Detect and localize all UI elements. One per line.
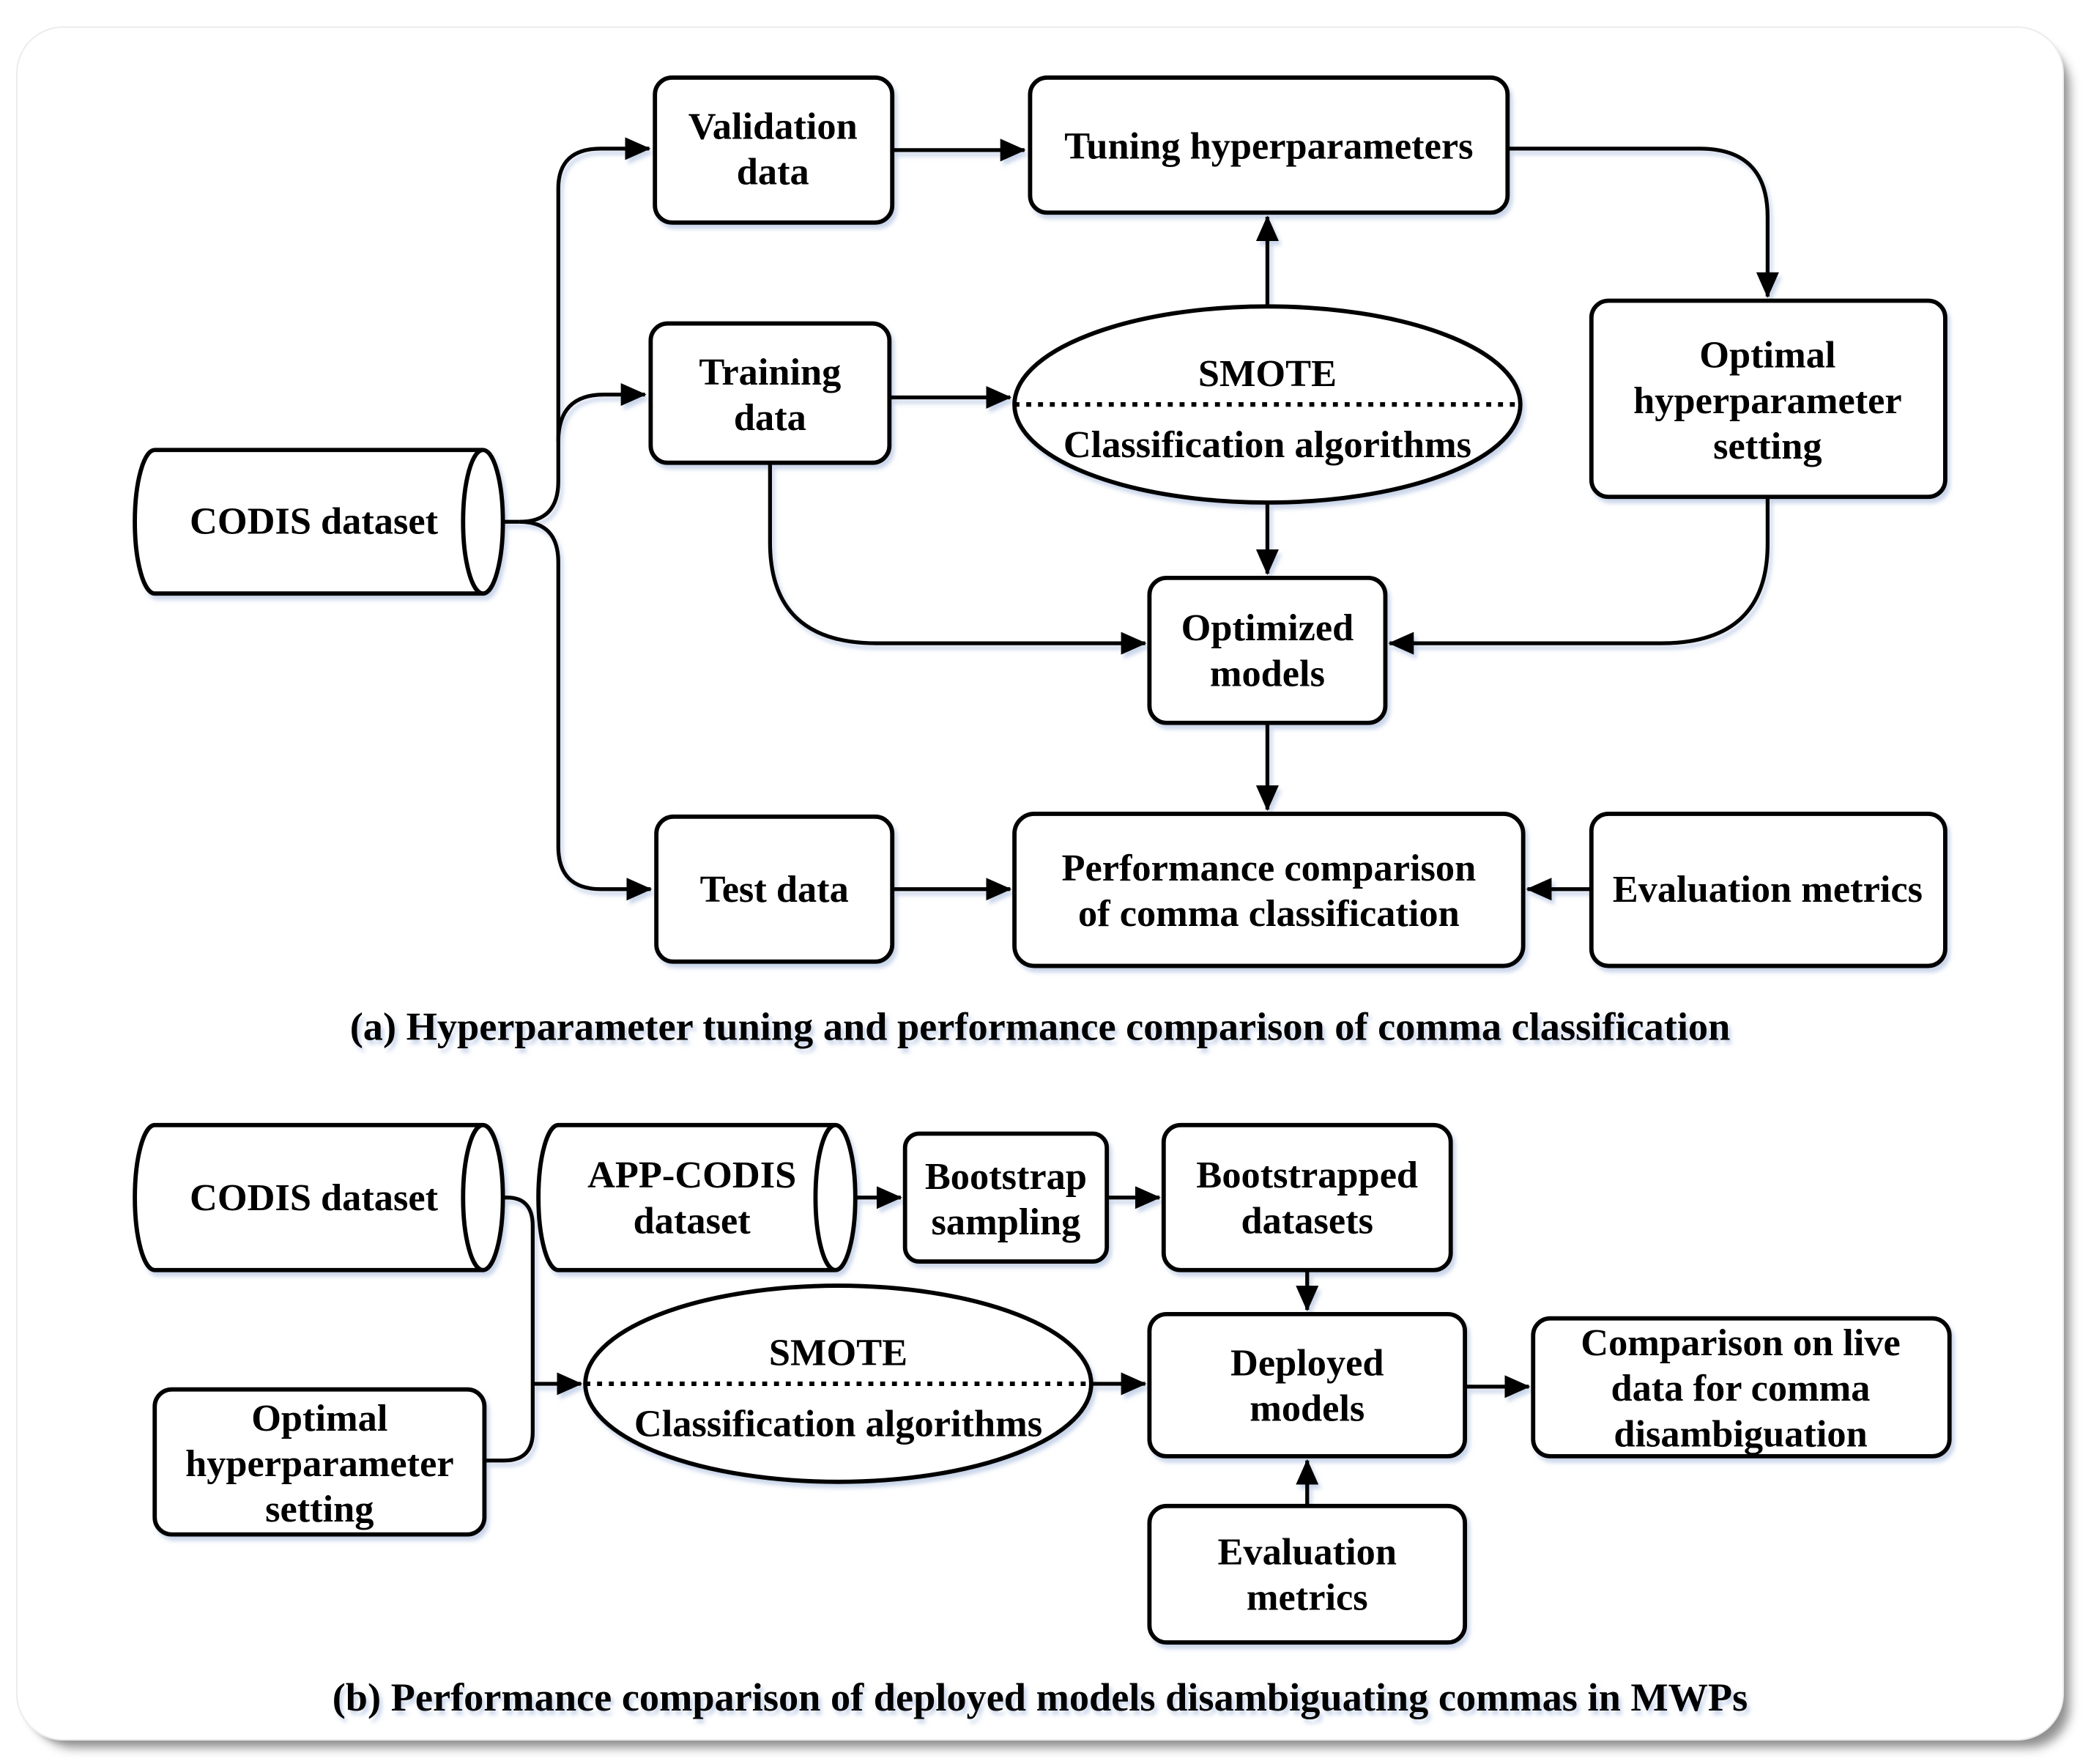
optimal-setting-b-line3: setting bbox=[265, 1488, 374, 1530]
performance-comparison-line2: of comma classification bbox=[1078, 892, 1460, 935]
classification-algorithms-label-b: Classification algorithms bbox=[634, 1403, 1042, 1445]
bootstrap-sampling-box: Bootstrap sampling bbox=[902, 1131, 1110, 1264]
evaluation-metrics-box-a: Evaluation metrics bbox=[1589, 812, 1948, 968]
performance-comparison-box: Performance comparison of comma classifi… bbox=[1012, 812, 1526, 968]
validation-data-line1: Validation bbox=[688, 105, 858, 147]
arrow-tuning-to-optimal bbox=[1507, 147, 1779, 298]
flow-diagram: CODIS dataset Validation data Tuning hyp… bbox=[133, 75, 1952, 1719]
training-data-line2: data bbox=[734, 396, 806, 439]
smote-label-b: SMOTE bbox=[769, 1332, 907, 1374]
comparison-live-line3: disambiguation bbox=[1614, 1412, 1867, 1455]
panel-a-caption: (a) Hyperparameter tuning and performanc… bbox=[350, 1004, 1731, 1048]
validation-data-box: Validation data bbox=[653, 75, 895, 225]
optimal-setting-b-line1: Optimal bbox=[251, 1397, 387, 1439]
smote-classification-ellipse-b: SMOTE Classification algorithms bbox=[583, 1283, 1094, 1484]
figure-card: CODIS dataset Validation data Tuning hyp… bbox=[16, 26, 2064, 1741]
codis-dataset-cylinder-a: CODIS dataset bbox=[133, 448, 505, 596]
performance-comparison-line1: Performance comparison bbox=[1061, 847, 1476, 889]
bootstrap-sampling-line1: Bootstrap bbox=[925, 1155, 1087, 1198]
classification-algorithms-label-a: Classification algorithms bbox=[1063, 423, 1471, 466]
codis-dataset-cylinder-b: CODIS dataset bbox=[133, 1122, 505, 1272]
evaluation-metrics-box-b: Evaluation metrics bbox=[1147, 1503, 1468, 1645]
smote-label-a: SMOTE bbox=[1198, 352, 1337, 395]
comparison-live-line2: data for comma bbox=[1611, 1367, 1871, 1409]
training-data-line1: Training bbox=[699, 351, 841, 393]
bootstrapped-datasets-line2: datasets bbox=[1241, 1199, 1373, 1242]
deployed-models-line2: models bbox=[1250, 1387, 1364, 1429]
optimized-models-box: Optimized models bbox=[1147, 575, 1388, 725]
bootstrap-sampling-line2: sampling bbox=[932, 1201, 1081, 1243]
optimal-hyperparameter-setting-box-b: Optimal hyperparameter setting bbox=[152, 1387, 487, 1537]
smote-classification-ellipse-a: SMOTE Classification algorithms bbox=[1012, 304, 1523, 505]
cylinder-cap-a bbox=[461, 448, 505, 596]
cylinder-cap-b1 bbox=[461, 1122, 505, 1272]
comparison-live-line1: Comparison on live bbox=[1581, 1322, 1901, 1364]
test-data-label: Test data bbox=[700, 868, 849, 911]
edge-optimal-b-to-junction bbox=[484, 1383, 535, 1463]
optimal-setting-b-line2: hyperparameter bbox=[185, 1442, 454, 1485]
bootstrapped-datasets-line1: Bootstrapped bbox=[1196, 1154, 1418, 1196]
arrow-codis-to-training bbox=[556, 383, 647, 442]
panel-b-caption: (b) Performance comparison of deployed m… bbox=[333, 1675, 1748, 1719]
cylinder-cap-b2 bbox=[813, 1122, 858, 1272]
arrow-codis-to-validation bbox=[519, 137, 651, 524]
arrow-optimal-to-optimized bbox=[1388, 497, 1770, 655]
arrow-codis-to-test bbox=[519, 519, 653, 901]
codis-dataset-label-a: CODIS dataset bbox=[190, 500, 439, 543]
optimal-setting-a-line3: setting bbox=[1713, 425, 1822, 467]
evaluation-metrics-b-line1: Evaluation bbox=[1218, 1530, 1397, 1573]
app-codis-line2: dataset bbox=[634, 1199, 751, 1242]
app-codis-dataset-cylinder: APP-CODIS dataset bbox=[536, 1122, 858, 1272]
evaluation-metrics-label-a: Evaluation metrics bbox=[1613, 868, 1923, 911]
deployed-models-line1: Deployed bbox=[1230, 1341, 1384, 1384]
training-data-box: Training data bbox=[648, 321, 892, 465]
test-data-box: Test data bbox=[654, 814, 895, 964]
validation-data-line2: data bbox=[737, 150, 809, 193]
comparison-live-data-box: Comparison on live data for comma disamb… bbox=[1531, 1316, 1952, 1459]
app-codis-line1: APP-CODIS bbox=[587, 1154, 796, 1196]
tuning-hyperparameters-box: Tuning hyperparameters bbox=[1028, 75, 1510, 215]
optimized-models-line1: Optimized bbox=[1181, 607, 1354, 649]
optimized-models-line2: models bbox=[1210, 652, 1325, 694]
optimal-setting-a-line1: Optimal bbox=[1699, 334, 1835, 377]
panel-b: CODIS dataset APP-CODIS dataset Bootstra… bbox=[133, 1122, 1952, 1719]
deployed-models-box: Deployed models bbox=[1147, 1311, 1468, 1459]
codis-dataset-label-b: CODIS dataset bbox=[190, 1176, 439, 1219]
bootstrapped-datasets-box: Bootstrapped datasets bbox=[1161, 1122, 1453, 1272]
panel-a: CODIS dataset Validation data Tuning hyp… bbox=[133, 75, 1948, 1048]
evaluation-metrics-b-line2: metrics bbox=[1247, 1576, 1368, 1618]
optimal-hyperparameter-setting-box-a: Optimal hyperparameter setting bbox=[1589, 298, 1948, 500]
arrow-training-to-optimized bbox=[768, 462, 1147, 655]
optimal-setting-a-line2: hyperparameter bbox=[1633, 379, 1901, 422]
edge-codis-b-to-junction bbox=[502, 1196, 535, 1384]
tuning-hyperparameters-label: Tuning hyperparameters bbox=[1064, 125, 1473, 167]
